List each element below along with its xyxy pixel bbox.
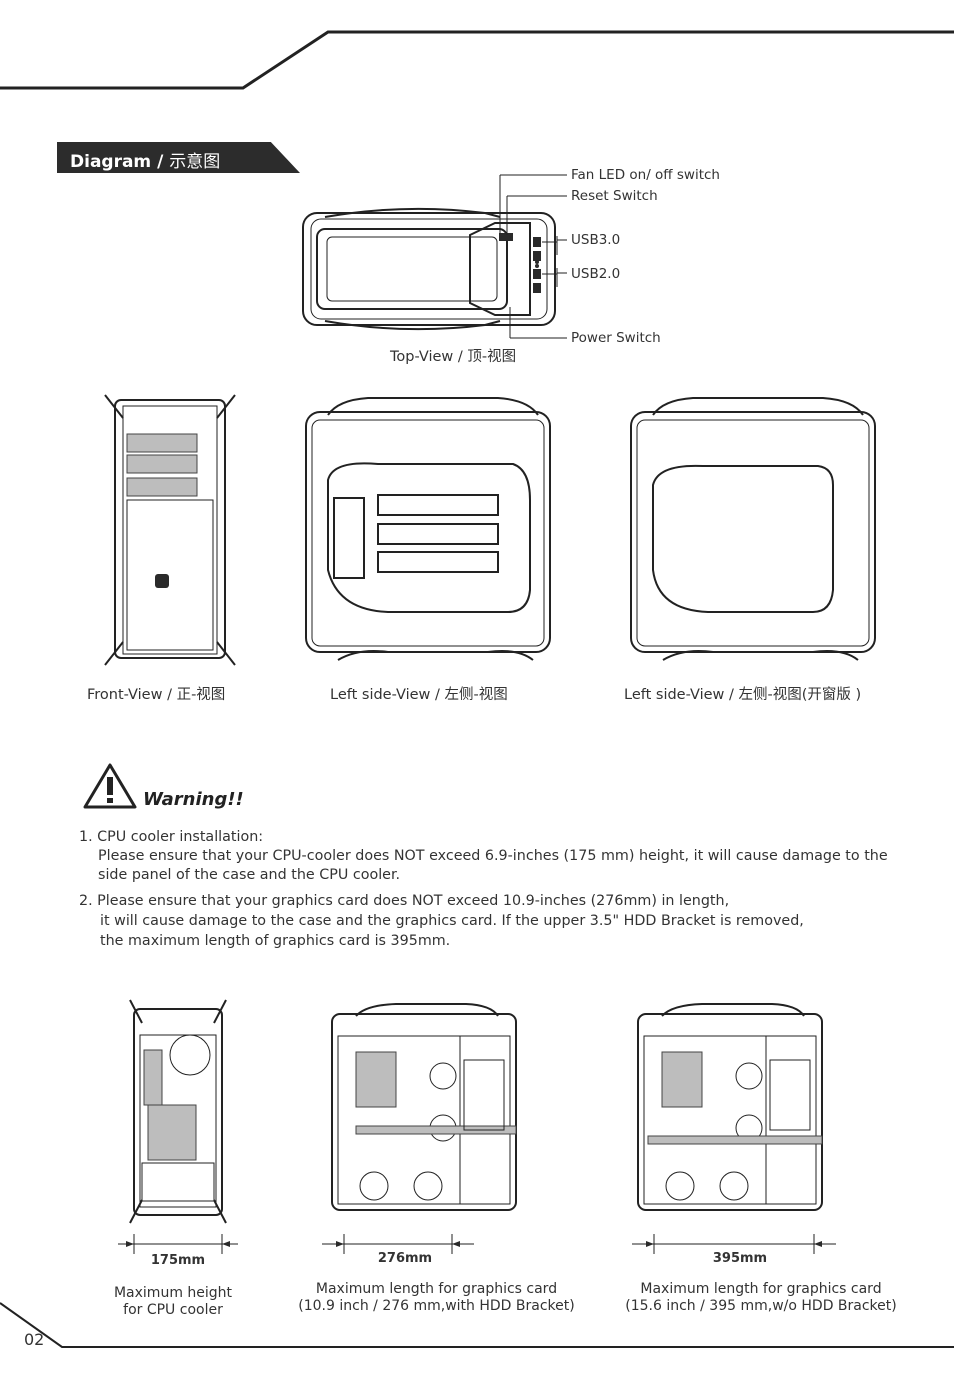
warning-item2-line3: the maximum length of graphics card is 3… <box>100 933 451 949</box>
caption-front-view: Front-View / 正-视图 <box>87 687 226 703</box>
caption-cpu-line2: for CPU cooler <box>123 1302 223 1318</box>
gpu-395mm-illustration <box>637 1003 823 1211</box>
section-title: Diagram / 示意图 <box>70 147 220 172</box>
callout-power-switch: Power Switch <box>571 330 661 346</box>
caption-gpu-276mm-line2: (10.9 inch / 276 mm,with HDD Bracket) <box>298 1298 575 1314</box>
dimension-label-395mm: 395mm <box>712 1251 768 1266</box>
top-view-illustration <box>302 174 567 339</box>
caption-gpu-276mm-line1: Maximum length for graphics card <box>315 1281 558 1297</box>
warning-item1-line1: Please ensure that your CPU-cooler does … <box>98 848 888 864</box>
caption-gpu-395mm-line2: (15.6 inch / 395 mm,w/o HDD Bracket) <box>625 1298 897 1314</box>
callout-usb3: USB3.0 <box>571 232 621 248</box>
caption-left-side-window-view: Left side-View / 左侧-视图(开窗版 ) <box>624 687 862 703</box>
warning-item2-line2: it will cause damage to the case and the… <box>100 913 804 929</box>
section-title-en: Diagram <box>70 152 152 172</box>
caption-cpu-clearance: Maximum height for CPU cooler <box>93 1285 253 1319</box>
warning-item1-line2: side panel of the case and the CPU coole… <box>98 867 401 883</box>
dimension-line-276mm <box>322 1234 474 1254</box>
left-side-window-view-illustration <box>630 397 876 661</box>
page-frame-top <box>0 30 954 90</box>
section-banner <box>57 142 300 173</box>
warning-icon <box>83 763 137 809</box>
dimension-line-175mm <box>118 1234 238 1254</box>
section-title-separator: / <box>151 152 170 172</box>
warning-item2-line1: 2. Please ensure that your graphics card… <box>79 893 730 909</box>
caption-gpu-395mm: Maximum length for graphics card (15.6 i… <box>610 1281 912 1315</box>
dimension-label-175mm: 175mm <box>150 1253 206 1268</box>
page-frame-bottom <box>0 1302 954 1348</box>
warning-title: Warning!! <box>143 789 244 810</box>
callout-fan-led-switch: Fan LED on/ off switch <box>571 167 720 183</box>
callout-usb2: USB2.0 <box>571 266 621 282</box>
caption-left-side-view: Left side-View / 左侧-视图 <box>330 687 508 703</box>
front-view-illustration <box>104 394 236 666</box>
cpu-clearance-illustration <box>129 999 227 1224</box>
dimension-line-395mm <box>632 1234 836 1254</box>
caption-gpu-395mm-line1: Maximum length for graphics card <box>640 1281 882 1297</box>
caption-gpu-276mm: Maximum length for graphics card (10.9 i… <box>283 1281 590 1315</box>
left-side-view-illustration <box>305 397 551 661</box>
caption-cpu-line1: Maximum height <box>113 1285 233 1301</box>
gpu-276mm-illustration <box>331 1003 517 1211</box>
section-title-cn: 示意图 <box>169 152 221 172</box>
caption-top-view: Top-View / 顶-视图 <box>390 349 517 365</box>
dimension-label-276mm: 276mm <box>377 1251 433 1266</box>
warning-item1-title: 1. CPU cooler installation: <box>79 829 264 845</box>
callout-reset-switch: Reset Switch <box>571 188 658 204</box>
page-number: 02 <box>24 1330 45 1349</box>
